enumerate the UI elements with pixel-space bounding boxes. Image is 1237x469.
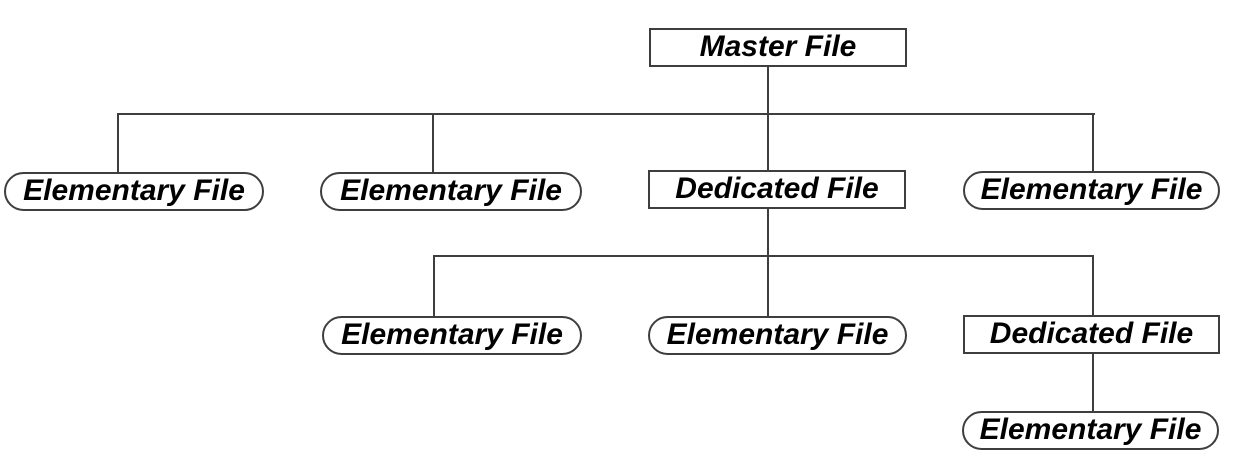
- node-elementary-file-4: Elementary File: [322, 316, 582, 355]
- node-elementary-file-4-label: Elementary File: [341, 317, 563, 351]
- connector-bus-to-ef3: [1092, 115, 1094, 173]
- node-elementary-file-6-label: Elementary File: [979, 412, 1202, 446]
- node-dedicated-file-1-label: Dedicated File: [675, 171, 879, 205]
- connector-master-to-bus: [767, 65, 769, 115]
- node-elementary-file-5: Elementary File: [648, 316, 907, 355]
- node-elementary-file-1-label: Elementary File: [23, 173, 245, 207]
- level1-bus-line: [117, 113, 1095, 115]
- node-elementary-file-1: Elementary File: [4, 172, 264, 211]
- node-dedicated-file-2: Dedicated File: [963, 315, 1220, 354]
- node-elementary-file-6: Elementary File: [962, 411, 1219, 450]
- node-dedicated-file-2-label: Dedicated File: [989, 316, 1194, 350]
- node-dedicated-file-1: Dedicated File: [648, 170, 906, 209]
- node-master-file: Master File: [649, 28, 907, 67]
- node-elementary-file-3-label: Elementary File: [980, 172, 1203, 206]
- connector-df1-to-bus2: [767, 207, 769, 318]
- node-elementary-file-3: Elementary File: [963, 171, 1220, 210]
- node-master-file-label: Master File: [699, 29, 857, 63]
- node-elementary-file-5-label: Elementary File: [666, 317, 889, 351]
- connector-bus-to-df1: [767, 115, 769, 172]
- node-elementary-file-2-label: Elementary File: [340, 173, 562, 207]
- node-elementary-file-2: Elementary File: [320, 172, 582, 211]
- level2-bus-line: [433, 255, 1094, 257]
- connector-bus2-to-ef4: [433, 257, 435, 318]
- connector-bus2-to-df2: [1092, 257, 1094, 317]
- connector-bus-to-ef1: [117, 115, 119, 174]
- connector-bus-to-ef2: [432, 115, 434, 174]
- connector-df2-to-ef6: [1092, 352, 1094, 413]
